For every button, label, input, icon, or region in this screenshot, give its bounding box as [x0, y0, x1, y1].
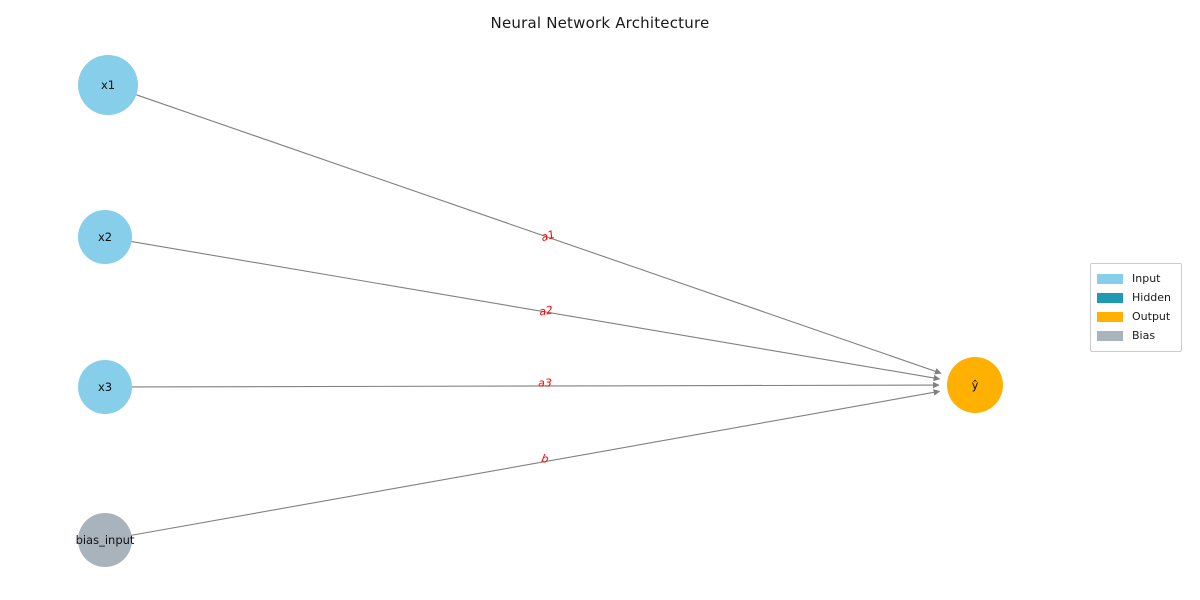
node-y_hat[interactable]: ŷ: [947, 357, 1003, 413]
legend-item-hidden: Hidden: [1097, 288, 1175, 307]
legend-swatch-input: [1097, 273, 1123, 284]
legend-label-bias: Bias: [1132, 328, 1156, 342]
node-x2[interactable]: x2: [78, 210, 132, 264]
edge-bias_input-to-y_hat: [131, 389, 941, 536]
edge-label-a2: a2: [538, 303, 554, 318]
node-label-x3: x3: [98, 380, 112, 394]
node-circle-x2[interactable]: [78, 210, 132, 264]
node-label-y_hat: ŷ: [972, 378, 979, 392]
edge-label-b: b: [540, 452, 549, 466]
node-label-bias_input: bias_input: [76, 533, 135, 547]
node-label-x1: x1: [101, 78, 115, 92]
edge-label-a3: a3: [538, 377, 552, 390]
node-x1[interactable]: x1: [78, 55, 138, 115]
nodes-group: x1 x2 x3 bias_input ŷ: [76, 55, 1003, 567]
legend-item-input: Input: [1097, 269, 1175, 288]
legend-swatch-output: [1097, 311, 1123, 322]
legend-item-bias: Bias: [1097, 326, 1175, 345]
node-circle-bias_input[interactable]: [78, 513, 132, 567]
node-label-x2: x2: [98, 230, 112, 244]
edge-x1-to-y_hat: [136, 94, 942, 375]
legend-label-hidden: Hidden: [1132, 290, 1172, 304]
node-circle-x3[interactable]: [78, 360, 132, 414]
node-x3[interactable]: x3: [78, 360, 132, 414]
legend-swatch-bias: [1097, 330, 1123, 341]
legend-label-input: Input: [1132, 271, 1161, 285]
edge-x2-to-y_hat: [131, 240, 941, 382]
edge-labels-group: a1 a2 a3 b: [538, 228, 556, 466]
legend-label-output: Output: [1132, 309, 1171, 323]
edges-group: [131, 94, 942, 536]
edge-x3-to-y_hat: [131, 381, 940, 389]
edge-label-a1: a1: [540, 228, 557, 244]
node-bias_input[interactable]: bias_input: [76, 513, 135, 567]
page-title: Neural Network Architecture: [490, 14, 710, 32]
node-circle-x1[interactable]: [78, 55, 138, 115]
legend-swatch-hidden: [1097, 292, 1123, 303]
legend-item-output: Output: [1097, 307, 1175, 326]
node-circle-y_hat[interactable]: [947, 357, 1003, 413]
